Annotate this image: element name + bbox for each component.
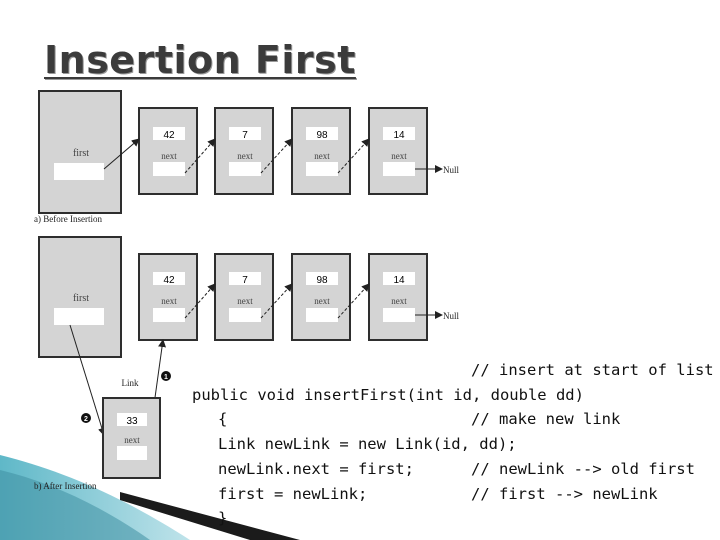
before-first-label: first <box>73 148 89 159</box>
before-node-value: 7 <box>242 130 248 141</box>
code-comment-old-first: // newLink --> old first <box>471 460 695 478</box>
code-next-assign-line: newLink.next = first; <box>218 460 414 478</box>
code-close-brace: } <box>218 509 227 527</box>
decorative-swoosh <box>0 455 190 540</box>
code-open-brace: { <box>218 410 227 428</box>
step-1-marker: 1 <box>161 371 171 381</box>
before-node-next-label: next <box>237 151 253 161</box>
after-node-next-label: next <box>314 296 330 306</box>
new-link-next-label: next <box>124 435 140 445</box>
step-2-number: 2 <box>84 416 88 423</box>
step-1-number: 1 <box>164 374 168 381</box>
after-node-next-label: next <box>161 296 177 306</box>
after-null-label: Null <box>443 311 460 321</box>
before-node-value: 42 <box>163 130 175 141</box>
code-comment-new-link: // make new link <box>471 410 620 428</box>
new-link-label: Link <box>122 378 139 388</box>
after-node-next-label: next <box>391 296 407 306</box>
before-node-value: 14 <box>393 130 405 141</box>
before-caption: a) Before Insertion <box>34 214 102 224</box>
code-first-assign-line: first = newLink; <box>218 485 367 503</box>
code-comment-insert-start: // insert at start of list <box>471 361 714 379</box>
before-node-next-label: next <box>161 151 177 161</box>
before-node-value: 98 <box>316 130 328 141</box>
new-link-value: 33 <box>126 416 138 427</box>
code-method-signature: public void insertFirst(int id, double d… <box>192 386 584 404</box>
before-null-label: Null <box>443 165 460 175</box>
after-first-label: first <box>73 293 89 304</box>
step-2-marker: 2 <box>81 413 91 423</box>
code-new-link-line: Link newLink = new Link(id, dd); <box>218 435 517 453</box>
after-node-value: 7 <box>242 275 248 286</box>
after-caption: b) After Insertion <box>34 481 97 491</box>
before-node-next-label: next <box>391 151 407 161</box>
after-node-value: 98 <box>316 275 328 286</box>
code-comment-first-newlink: // first --> newLink <box>471 485 658 503</box>
after-node-value: 42 <box>163 275 175 286</box>
after-node-value: 14 <box>393 275 405 286</box>
after-node-next-label: next <box>237 296 253 306</box>
before-node-next-label: next <box>314 151 330 161</box>
